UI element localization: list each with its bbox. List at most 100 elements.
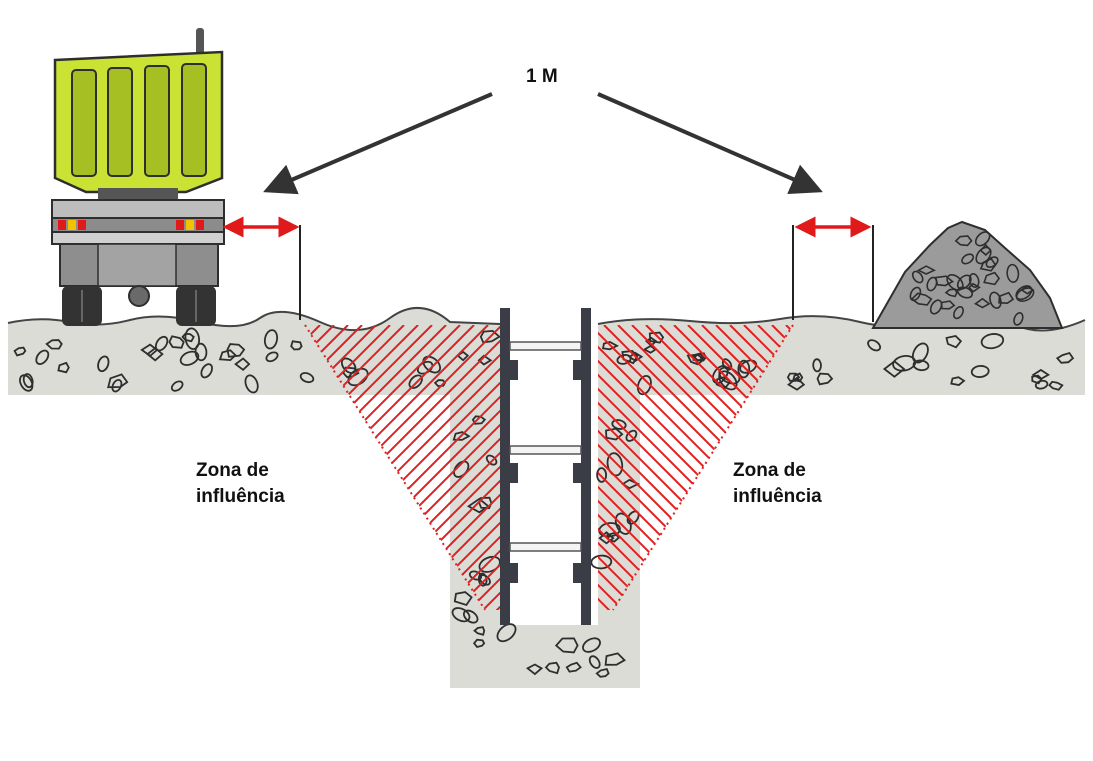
soil-stone <box>478 555 501 573</box>
soil-stone <box>263 329 279 350</box>
soil-stone <box>812 358 822 373</box>
soil-stone <box>739 359 758 374</box>
soil-stone <box>604 652 626 666</box>
soil-stone <box>973 297 991 309</box>
soil-stone <box>950 376 966 386</box>
soil-stone <box>140 343 159 358</box>
soil-stone <box>478 496 493 510</box>
soil-stone <box>544 661 560 675</box>
soil-stone <box>926 276 938 292</box>
soil-stone <box>168 335 185 349</box>
soil-stone <box>472 638 486 649</box>
soil-stone <box>737 359 751 379</box>
soil-stone <box>983 271 1001 286</box>
soil-stone <box>45 339 63 350</box>
soil-stone <box>588 655 601 669</box>
soil-stone <box>954 235 973 247</box>
soil-stone <box>606 452 624 477</box>
soil-stone <box>57 361 70 374</box>
soil-stone <box>595 667 610 678</box>
soil-stone <box>792 372 804 383</box>
soil-stone <box>496 623 517 643</box>
soil-stone <box>636 375 652 396</box>
soil-stone <box>35 349 50 365</box>
soil-stone <box>433 379 447 388</box>
distance-marker-right <box>792 216 874 322</box>
soil-stone <box>1034 379 1049 390</box>
soil-stone <box>911 270 924 284</box>
soil-stone <box>611 419 627 430</box>
zone-left-line2: influência <box>196 486 285 507</box>
soil-stone <box>265 351 279 363</box>
soil-stone <box>968 273 980 288</box>
soil-stone <box>111 378 123 393</box>
zone-right-line1: Zona de <box>733 460 806 481</box>
soil-stone <box>934 275 955 287</box>
soil-stone <box>468 570 483 581</box>
soil-stone <box>816 372 834 386</box>
soil-stone <box>181 332 195 343</box>
soil-stone <box>582 637 601 653</box>
soil-stone <box>1055 351 1075 364</box>
soil-stone <box>605 427 624 441</box>
soil-stone <box>916 265 937 275</box>
soil-stone <box>614 512 632 535</box>
trench-shoring-icon <box>500 308 591 625</box>
soil-stone <box>1048 380 1064 391</box>
soil-stone <box>477 354 493 366</box>
callout-arrows <box>263 92 823 195</box>
soil-stone <box>462 609 479 624</box>
soil-stone <box>648 331 665 344</box>
soil-stone <box>946 274 964 291</box>
soil-stone <box>226 343 246 358</box>
soil-stone <box>601 341 619 351</box>
soil-stone <box>975 246 992 265</box>
soil-stone <box>19 374 34 392</box>
soil-stone <box>451 607 471 623</box>
callout-arrow-left <box>263 92 493 195</box>
soil-stone <box>961 253 975 265</box>
soil-stone <box>979 257 997 272</box>
soil-stone <box>989 291 1002 309</box>
soil-stone <box>590 554 613 570</box>
soil-stone <box>218 349 237 362</box>
soil-stone <box>179 350 200 366</box>
soil-stone <box>1031 368 1051 381</box>
soil-stone <box>974 231 991 247</box>
soil-stone <box>466 497 490 514</box>
soil-stone <box>299 372 315 384</box>
zone-right-line2: influência <box>733 486 822 507</box>
soil-stone <box>170 380 184 392</box>
soil-stone <box>596 467 608 483</box>
soil-stone <box>200 363 213 379</box>
soil-stone <box>244 374 259 394</box>
influence-zone-left-label: Zona de influência <box>196 458 285 510</box>
soil-stone <box>1031 374 1043 385</box>
soil-stone <box>642 344 658 354</box>
soil-stone <box>13 346 27 357</box>
dump-truck-icon <box>51 28 225 326</box>
soil-stone <box>953 305 964 320</box>
soil-stone <box>968 282 981 293</box>
soil-stone <box>867 339 882 352</box>
soil-stone <box>956 286 974 299</box>
soil-stone <box>787 376 806 391</box>
soil-stone <box>1013 312 1024 326</box>
soil-stone <box>408 374 423 389</box>
soil-stone <box>945 335 963 349</box>
distance-marker-left <box>222 216 301 320</box>
zone-left-line1: Zona de <box>196 460 269 481</box>
soil-stone <box>1015 287 1035 302</box>
soil-stone <box>22 373 34 389</box>
soil-stone <box>980 333 1005 350</box>
ground-left <box>8 307 500 395</box>
soil-stone <box>911 342 929 364</box>
soil-stone <box>998 291 1015 305</box>
soil-stone <box>290 340 303 351</box>
soil-stone <box>882 360 906 378</box>
callout-arrow-right <box>597 92 823 194</box>
soil-stone <box>97 355 110 373</box>
soil-stone <box>970 365 990 378</box>
soil-stone <box>234 357 251 371</box>
